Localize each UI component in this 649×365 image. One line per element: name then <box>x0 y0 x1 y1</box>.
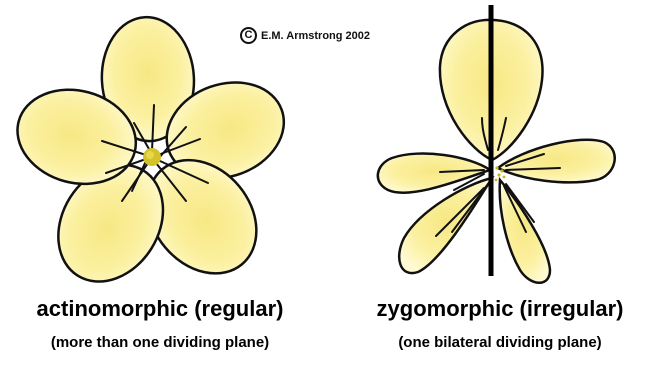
zygomorphic-title: zygomorphic (irregular) <box>352 296 648 322</box>
copyright-icon: C <box>240 27 257 44</box>
actinomorphic-subtitle: (more than one dividing plane) <box>10 334 310 351</box>
copyright-notice: C E.M. Armstrong 2002 <box>240 27 370 44</box>
zygomorphic-subtitle: (one bilateral dividing plane) <box>352 334 648 351</box>
copyright-text: E.M. Armstrong 2002 <box>261 30 370 42</box>
actinomorphic-caption: actinomorphic (regular) (more than one d… <box>10 296 310 351</box>
zygomorphic-flower <box>378 5 615 283</box>
actinomorphic-title: actinomorphic (regular) <box>10 296 310 322</box>
petal-right-lateral <box>498 140 615 183</box>
actinomorphic-flower <box>7 15 298 301</box>
zygomorphic-caption: zygomorphic (irregular) (one bilateral d… <box>352 296 648 351</box>
